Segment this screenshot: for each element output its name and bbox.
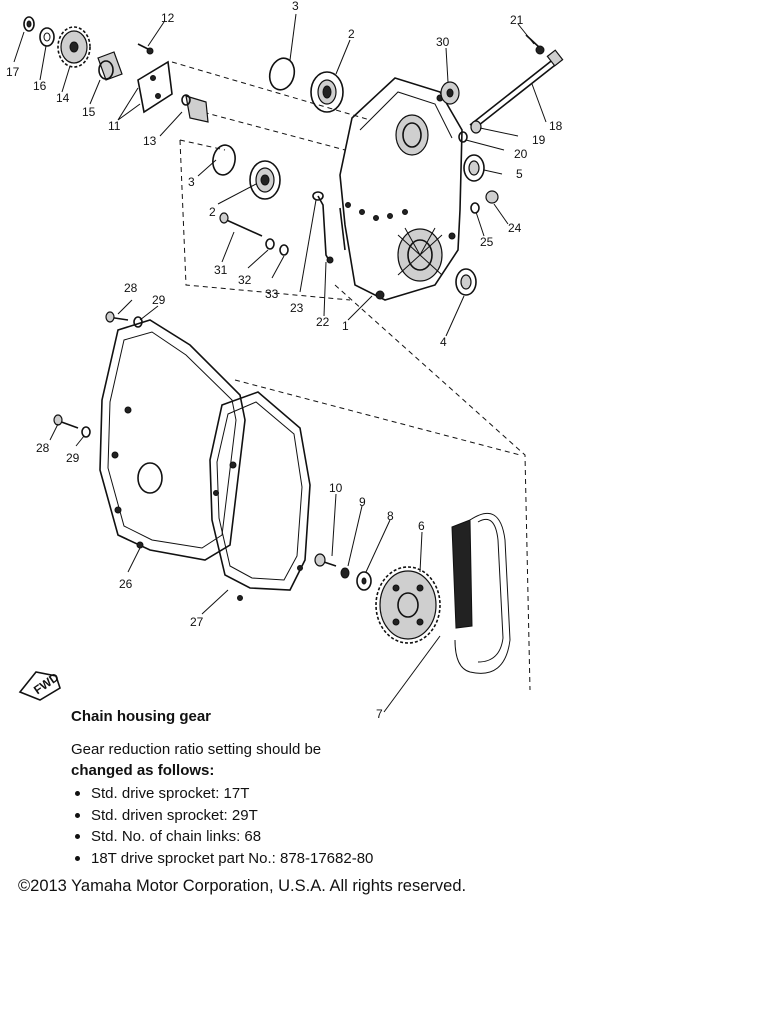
bearing-part-5 <box>463 154 485 182</box>
adjuster-bolt-part-18 <box>469 49 564 130</box>
callout-10: 10 <box>329 481 343 495</box>
washer-part-29-upper <box>133 316 143 328</box>
specification-list: Std. drive sprocket: 17T Std. driven spr… <box>71 783 431 869</box>
washer-part-33 <box>279 244 289 256</box>
callout-9: 9 <box>359 495 366 509</box>
callout-8: 8 <box>387 509 394 523</box>
nut-part-19 <box>470 120 482 134</box>
drive-chain-part-7 <box>451 512 511 674</box>
callout-20: 20 <box>514 147 528 161</box>
callout-22: 22 <box>316 315 330 329</box>
callout-23: 23 <box>290 301 304 315</box>
caption-intro-line-1: Gear reduction ratio setting should be <box>71 741 322 758</box>
bearing-part-2-lower <box>249 160 281 200</box>
spec-item-drive-sprocket: Std. drive sprocket: 17T <box>71 783 431 805</box>
bolt-part-28-upper <box>105 311 129 323</box>
breather-fitting-part-22 <box>326 207 346 264</box>
callout-33: 33 <box>265 287 279 301</box>
plug-part-24 <box>485 190 499 204</box>
copyright-notice: ©2013 Yamaha Motor Corporation, U.S.A. A… <box>18 877 467 895</box>
callout-15: 15 <box>82 105 96 119</box>
callout-leader-lines <box>13 13 547 713</box>
callout-29-lower: 29 <box>66 451 80 465</box>
chain-case-cover-part-26 <box>99 319 246 561</box>
callout-16: 16 <box>33 79 47 93</box>
fwd-label: FWD <box>31 670 62 697</box>
gasket-part-27 <box>209 391 311 601</box>
callout-30: 30 <box>436 35 450 49</box>
chain-housing-part-1 <box>339 77 463 301</box>
callout-6: 6 <box>418 519 425 533</box>
washer-part-16 <box>39 27 55 47</box>
caption-intro-line-2: changed as follows: <box>71 762 215 779</box>
callout-12: 12 <box>161 11 175 25</box>
callout-18: 18 <box>549 119 563 133</box>
callout-7: 7 <box>376 707 383 720</box>
callout-29-upper: 29 <box>152 293 166 307</box>
callout-25: 25 <box>480 235 494 249</box>
callout-17: 17 <box>6 65 20 79</box>
caption-block: Chain housing gear Gear reduction ratio … <box>71 708 431 869</box>
snap-ring-part-3-upper <box>268 57 296 91</box>
washer-part-20 <box>458 131 468 143</box>
collar-part-15 <box>97 51 123 81</box>
washer-part-29-lower <box>81 426 91 438</box>
fwd-arrow-icon: FWD <box>18 670 62 701</box>
callout-13: 13 <box>143 134 157 148</box>
bracket-part-11 <box>137 60 173 114</box>
spec-item-18t-part-number: 18T drive sprocket part No.: 878-17682-8… <box>71 848 431 870</box>
caption-title: Chain housing gear <box>71 708 212 725</box>
callout-3-upper: 3 <box>292 0 299 13</box>
callout-19: 19 <box>532 133 546 147</box>
oil-seal-part-30 <box>440 81 460 105</box>
callout-2-lower: 2 <box>209 205 216 219</box>
callout-11: 11 <box>108 119 121 133</box>
bolt-part-12 <box>137 43 154 55</box>
driven-sprocket-part-6 <box>375 566 441 644</box>
spec-item-driven-sprocket: Std. driven sprocket: 29T <box>71 805 431 827</box>
callout-4: 4 <box>440 335 447 349</box>
bolt-part-10 <box>314 553 337 567</box>
callout-24: 24 <box>508 221 522 235</box>
spec-item-chain-links: Std. No. of chain links: 68 <box>71 826 431 848</box>
callout-2-upper: 2 <box>348 27 355 41</box>
callout-1: 1 <box>342 319 349 333</box>
callout-27: 27 <box>190 615 204 629</box>
callout-numbers: 1 2 2 3 3 4 5 6 7 8 9 10 11 12 13 14 15 … <box>6 0 563 720</box>
lock-washer-part-9 <box>340 567 350 579</box>
gasket-part-25 <box>470 202 480 214</box>
assembly-guide-lines <box>171 61 531 691</box>
bolt-part-28-lower <box>53 414 79 429</box>
callout-26: 26 <box>119 577 133 591</box>
oil-seal-part-4 <box>455 268 477 296</box>
callout-28-upper: 28 <box>124 281 138 295</box>
drive-sprocket-part-14 <box>57 26 91 68</box>
tensioner-part-13 <box>181 94 209 123</box>
callout-31: 31 <box>214 263 228 277</box>
washer-part-17 <box>23 16 35 32</box>
callout-3-lower: 3 <box>188 175 195 189</box>
caption-intro: Gear reduction ratio setting should be c… <box>71 739 416 781</box>
bearing-part-2-upper <box>310 71 344 113</box>
exploded-parts-diagram: FWD <box>6 0 564 720</box>
callout-28-lower: 28 <box>36 441 50 455</box>
bolt-part-31 <box>219 212 263 237</box>
callout-21: 21 <box>510 13 524 27</box>
callout-5: 5 <box>516 167 523 181</box>
callout-14: 14 <box>56 91 70 105</box>
washer-part-8 <box>356 571 372 591</box>
callout-32: 32 <box>238 273 252 287</box>
washer-part-32 <box>265 238 275 250</box>
snap-ring-part-3-lower <box>212 144 236 176</box>
